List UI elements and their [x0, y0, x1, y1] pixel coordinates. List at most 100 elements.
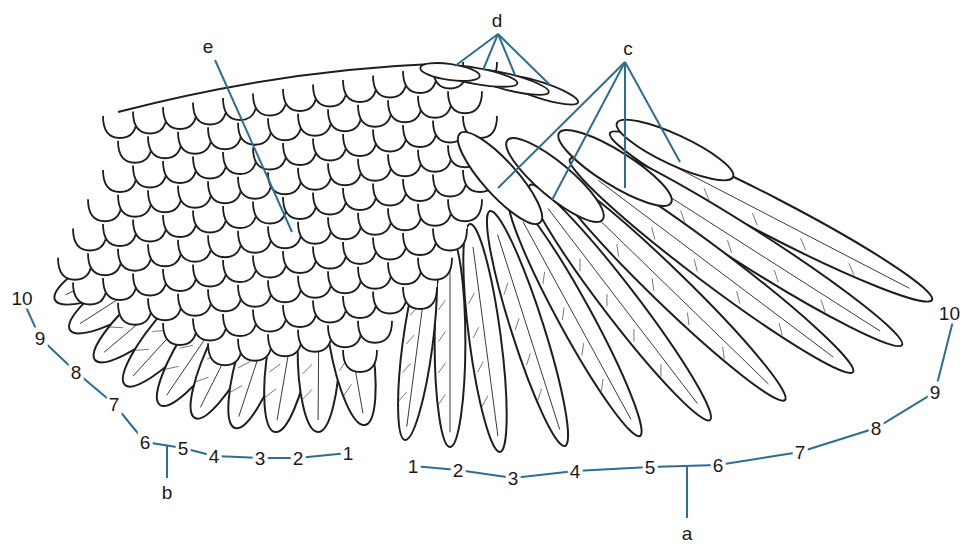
- feather-barb: [473, 327, 479, 338]
- callout-number: 8: [69, 362, 84, 383]
- feather-barb: [438, 395, 445, 405]
- callout-number: 6: [138, 432, 153, 453]
- covert-edge: [163, 323, 197, 345]
- feather-barb: [303, 364, 313, 374]
- covert-edge: [373, 238, 407, 260]
- feather-barb: [482, 396, 488, 407]
- covert-edge: [298, 168, 332, 190]
- feather-barb: [538, 389, 542, 401]
- covert-edge: [118, 141, 152, 163]
- covert-edge: [343, 350, 377, 372]
- bracket-line: [166, 446, 168, 478]
- covert-edge: [238, 231, 272, 253]
- covert-fill: [373, 56, 407, 98]
- feather-barb: [110, 326, 124, 328]
- covert-edge: [223, 260, 257, 282]
- feather-barb: [579, 259, 580, 272]
- covert-edge: [118, 303, 152, 325]
- leader-line: [498, 34, 550, 85]
- feather-barb: [737, 291, 740, 303]
- callout-number: 5: [643, 457, 658, 478]
- covert-edge: [388, 154, 422, 176]
- feather-barb: [526, 353, 530, 365]
- feather-barb: [438, 332, 445, 342]
- covert-edge: [418, 96, 452, 118]
- covert-edge: [118, 249, 152, 271]
- covert-edge: [433, 229, 467, 251]
- covert-edge: [238, 339, 272, 361]
- covert-edge: [388, 262, 422, 284]
- covert-edge: [268, 226, 302, 248]
- callout-number: 2: [451, 460, 466, 481]
- covert-edge: [208, 127, 242, 149]
- covert-edge: [448, 199, 482, 221]
- covert-fill: [343, 60, 377, 102]
- covert-edge: [208, 181, 242, 203]
- covert-edge: [253, 256, 287, 278]
- part-letter: c: [621, 38, 635, 59]
- callout-number: 4: [207, 446, 222, 467]
- feather-barb: [801, 238, 806, 250]
- covert-edge: [358, 213, 392, 235]
- feather-barb: [601, 379, 603, 391]
- feather-barb: [344, 384, 352, 395]
- feather-shaft: [450, 258, 451, 432]
- covert-edge: [148, 190, 182, 212]
- covert-edge: [148, 298, 182, 320]
- covert-edge: [283, 89, 317, 111]
- covert-feathers: [58, 42, 497, 372]
- covert-edge: [103, 116, 137, 138]
- covert-edge: [433, 175, 467, 197]
- feather-barb: [504, 283, 508, 295]
- covert-edge: [358, 267, 392, 289]
- covert-edge: [373, 76, 407, 98]
- covert-edge: [178, 186, 212, 208]
- feather-barb: [135, 349, 149, 350]
- feather-barb: [165, 366, 178, 369]
- covert-edge: [328, 163, 362, 185]
- callout-number: 9: [928, 382, 943, 403]
- covert-edge: [253, 202, 287, 224]
- part-letter: a: [680, 523, 695, 544]
- covert-edge: [418, 204, 452, 226]
- covert-edge: [328, 325, 362, 347]
- covert-edge: [238, 285, 272, 307]
- feather-barb: [687, 313, 689, 326]
- feather-barb: [469, 293, 475, 304]
- feather-barb: [515, 318, 519, 330]
- wing-edge: [118, 64, 432, 112]
- covert-edge: [283, 305, 317, 327]
- feather-barb: [438, 300, 445, 310]
- covert-edge: [358, 159, 392, 181]
- primary-covert: [447, 122, 553, 234]
- covert-edge: [343, 134, 377, 156]
- covert-edge: [103, 170, 137, 192]
- covert-edge: [193, 319, 227, 341]
- covert-edge: [103, 278, 137, 300]
- covert-edge: [268, 280, 302, 302]
- covert-edge: [403, 287, 437, 309]
- covert-edge: [133, 112, 167, 134]
- covert-edge: [283, 251, 317, 273]
- feather-barb: [269, 364, 280, 372]
- covert-edge: [178, 132, 212, 154]
- covert-edge: [268, 118, 302, 140]
- feather-barb: [606, 294, 607, 307]
- covert-fill: [133, 92, 167, 134]
- covert-edge: [163, 215, 197, 237]
- alula-feather: [419, 60, 481, 84]
- covert-edge: [358, 321, 392, 343]
- feather-barb: [438, 363, 445, 373]
- covert-edge: [403, 233, 437, 255]
- covert-edge: [103, 224, 137, 246]
- covert-edge: [298, 114, 332, 136]
- feather-barb: [406, 335, 414, 344]
- covert-edge: [313, 193, 347, 215]
- feather-barb: [265, 389, 276, 397]
- leader-line: [483, 34, 498, 70]
- covert-edge: [448, 91, 482, 113]
- covert-edge: [313, 247, 347, 269]
- feather-barb: [302, 389, 312, 399]
- callout-number: 1: [406, 456, 421, 477]
- part-letter: b: [160, 482, 175, 503]
